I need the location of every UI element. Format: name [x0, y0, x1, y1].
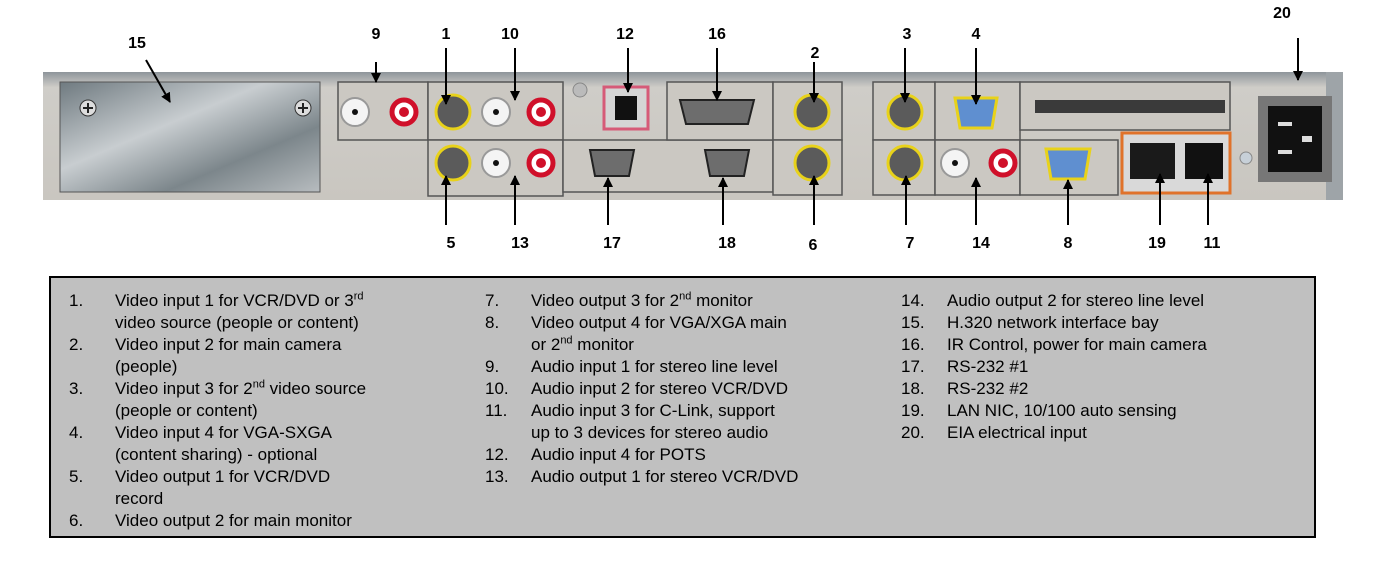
legend-item: 14. Audio output 2 for stereo line level — [883, 290, 1207, 312]
legend-item-number: 1. — [69, 291, 84, 310]
callout-19: 19 — [1148, 235, 1166, 252]
legend-item-text: Video output 2 for main monitor — [115, 511, 352, 530]
legend-item: 7. Video output 3 for 2nd monitor — [467, 290, 798, 312]
legend-item-number: 9. — [485, 357, 500, 376]
card-slot — [1035, 100, 1225, 113]
callout-1: 1 — [442, 26, 451, 43]
callout-5: 5 — [447, 235, 456, 252]
legend-item-text: Audio input 1 for stereo line level — [531, 357, 778, 376]
legend-item-number: 11. — [485, 401, 508, 420]
rca-jacks — [340, 97, 1018, 178]
legend-item-number: 6. — [69, 511, 84, 530]
legend-item-text: Audio input 4 for POTS — [531, 445, 706, 464]
legend-item: 8. Video output 4 for VGA/XGA main or 2nd… — [467, 312, 798, 356]
legend-item-number: 17. — [901, 357, 925, 376]
legend-box: 1. Video input 1 for VCR/DVD or 3rd video… — [49, 276, 1316, 538]
serial-ports — [588, 99, 756, 177]
screw-icon — [294, 99, 312, 117]
callout-14: 14 — [972, 235, 990, 252]
legend-item: 18. RS-232 #2 — [883, 378, 1207, 400]
callout-12: 12 — [616, 26, 634, 43]
legend-item: 6. Video output 2 for main monitor — [51, 510, 366, 532]
callout-9: 9 — [372, 26, 381, 43]
legend-item-number: 15. — [901, 313, 925, 332]
legend-item-text: RS-232 #1 — [947, 357, 1029, 376]
legend-item-text: Video input 1 for VCR/DVD or 3rd video s… — [115, 290, 364, 332]
legend-item: 11. Audio input 3 for C-Link, support up … — [467, 400, 798, 444]
callout-2: 2 — [811, 45, 820, 62]
legend-item-number: 4. — [69, 423, 84, 442]
callout-3: 3 — [903, 26, 912, 43]
legend-item-text: IR Control, power for main camera — [947, 335, 1207, 354]
legend-item-text: Video output 3 for 2nd monitor — [531, 290, 753, 310]
callout-13: 13 — [511, 235, 529, 252]
legend-item-number: 8. — [485, 313, 500, 332]
legend-item: 20. EIA electrical input — [883, 422, 1207, 444]
legend-item: 1. Video input 1 for VCR/DVD or 3rd video… — [51, 290, 366, 334]
legend-item-number: 3. — [69, 379, 84, 398]
legend-item-text: Video input 4 for VGA-SXGA (content shar… — [115, 423, 333, 464]
vga-ports — [953, 96, 1092, 181]
legend-item-number: 14. — [901, 291, 925, 310]
legend-column-2: 7. Video output 3 for 2nd monitor 8. Video … — [467, 290, 798, 488]
legend-item: 10. Audio input 2 for stereo VCR/DVD — [467, 378, 798, 400]
callout-10: 10 — [501, 26, 519, 43]
s-video-jacks — [434, 93, 924, 182]
callout-11: 11 — [1204, 235, 1221, 252]
legend-item-text: RS-232 #2 — [947, 379, 1029, 398]
callout-8: 8 — [1064, 235, 1073, 252]
legend-item: 15. H.320 network interface bay — [883, 312, 1207, 334]
screw-icon — [79, 99, 97, 117]
legend-item: 5. Video output 1 for VCR/DVD record — [51, 466, 366, 510]
legend-item-text: Video input 3 for 2nd video source (peop… — [115, 378, 367, 420]
callout-4: 4 — [972, 26, 981, 43]
legend-item-text: Audio input 3 for C-Link, support up to … — [531, 401, 775, 442]
legend-item-text: Audio output 1 for stereo VCR/DVD — [531, 467, 799, 486]
legend-item: 16. IR Control, power for main camera — [883, 334, 1207, 356]
legend-item-number: 7. — [485, 291, 500, 310]
legend-item-number: 10. — [485, 379, 509, 398]
legend-item-number: 2. — [69, 335, 84, 354]
callout-15: 15 — [128, 35, 146, 52]
legend-item: 13. Audio output 1 for stereo VCR/DVD — [467, 466, 798, 488]
callout-18: 18 — [718, 235, 736, 252]
legend-item-number: 18. — [901, 379, 925, 398]
legend-item-number: 13. — [485, 467, 509, 486]
legend-item-text: Video input 2 for main camera (people) — [115, 335, 342, 376]
legend-item-number: 5. — [69, 467, 84, 486]
legend-item: 12. Audio input 4 for POTS — [467, 444, 798, 466]
callout-6: 6 — [809, 237, 818, 254]
legend-item: 4. Video input 4 for VGA-SXGA (content sh… — [51, 422, 366, 466]
screw-icon — [572, 82, 588, 98]
legend-item-text: Video output 4 for VGA/XGA main or 2nd m… — [531, 313, 787, 354]
rear-panel-diagram: 15 9 1 10 12 16 2 3 4 20 5 13 17 18 6 7 … — [43, 5, 1343, 254]
callout-17: 17 — [603, 235, 621, 252]
callout-16: 16 — [708, 26, 726, 43]
legend-item-text: Video output 1 for VCR/DVD record — [115, 467, 331, 508]
legend-item: 2. Video input 2 for main camera (people) — [51, 334, 366, 378]
network-interface-bay — [59, 81, 321, 193]
legend-item: 19. LAN NIC, 10/100 auto sensing — [883, 400, 1207, 422]
legend-item: 9. Audio input 1 for stereo line level — [467, 356, 798, 378]
legend-item-text: LAN NIC, 10/100 auto sensing — [947, 401, 1177, 420]
legend-item-number: 16. — [901, 335, 925, 354]
legend-column-1: 1. Video input 1 for VCR/DVD or 3rd video… — [51, 290, 366, 532]
legend-item-text: Audio input 2 for stereo VCR/DVD — [531, 379, 789, 398]
legend-item: 17. RS-232 #1 — [883, 356, 1207, 378]
callout-20: 20 — [1273, 5, 1291, 22]
callout-arrows — [145, 38, 1303, 225]
legend-item-text: Audio output 2 for stereo line level — [947, 291, 1205, 310]
legend-item-text: EIA electrical input — [947, 423, 1087, 442]
callout-7: 7 — [906, 235, 915, 252]
legend-item-text: H.320 network interface bay — [947, 313, 1159, 332]
legend-item: 3. Video input 3 for 2nd video source (pe… — [51, 378, 366, 422]
legend-item-number: 19. — [901, 401, 925, 420]
legend-item-number: 20. — [901, 423, 925, 442]
legend-item-number: 12. — [485, 445, 509, 464]
